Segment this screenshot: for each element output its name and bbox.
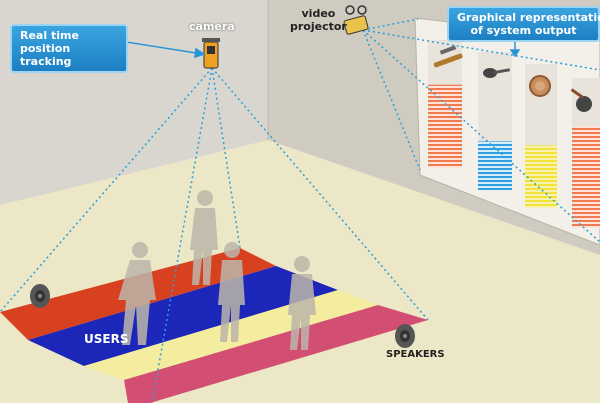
position-tracking-callout: Real time position tracking: [10, 24, 128, 73]
projector-label-line1: video: [301, 7, 336, 20]
output-bar: [428, 84, 462, 168]
user-figure: [218, 242, 245, 342]
stripe-pink: [124, 305, 428, 403]
position-tracking-label-line2: position tracking: [20, 42, 72, 68]
projector-icon: [343, 5, 369, 35]
user-figure: [288, 256, 316, 350]
system-output-callout: Graphical representation of system outpu…: [447, 6, 600, 42]
camera-icon: [202, 38, 220, 69]
output-bar: [572, 126, 600, 228]
users: [118, 190, 316, 350]
projector-label: video projector: [290, 7, 347, 33]
system-output-label-line2: of system output: [470, 24, 577, 37]
spoon-icon: [483, 68, 511, 78]
user-figure: [190, 190, 218, 285]
pan-icon: [570, 88, 592, 112]
knife-icon: [433, 45, 463, 68]
user-figure: [118, 242, 156, 345]
projector-beams: [362, 18, 600, 243]
output-bar: [478, 141, 512, 190]
plate-icon: [529, 75, 551, 97]
system-output-label-line1: Graphical representation: [457, 11, 600, 24]
camera-field-of-view: [0, 67, 429, 403]
stripe-blue: [28, 266, 338, 366]
speakers-label: SPEAKERS: [386, 349, 445, 360]
output-bar: [525, 145, 557, 208]
callout-connectors: [125, 38, 521, 59]
position-tracking-label-line1: Real time: [20, 29, 79, 42]
speaker-icon: [30, 284, 50, 308]
camera-label: camera: [189, 20, 235, 33]
projector-label-line2: projector: [290, 20, 347, 33]
users-label: USERS: [84, 332, 129, 346]
speaker-icon: [395, 324, 415, 348]
